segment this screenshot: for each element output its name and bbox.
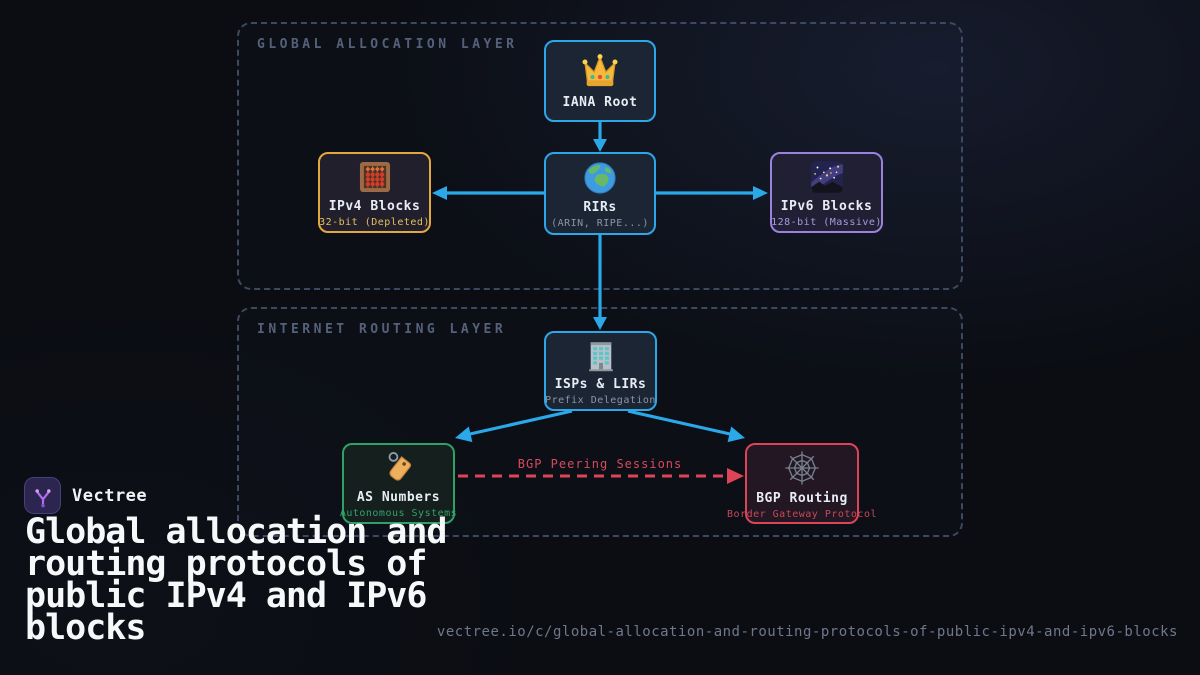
node-isps-lirs[interactable]: ISPs & LIRs Prefix Delegation [544,331,657,411]
footer-url[interactable]: vectree.io/c/global-allocation-and-routi… [436,624,1178,640]
page-title: Global allocation and routing protocols … [25,512,448,648]
title-line: blocks [25,608,146,648]
node-title: RIRs [583,199,617,215]
node-as-numbers[interactable]: AS Numbers Autonomous Systems [339,443,458,524]
node-subtitle: 32-bit (Depleted) [319,216,430,228]
node-bgp-routing[interactable]: BGP Routing Border Gateway Protocol [727,443,877,524]
tag-icon [380,449,418,487]
brand: Vectree [24,477,147,514]
layer-label: INTERNET ROUTING LAYER [257,322,507,337]
title-line: public IPv4 and IPv6 [25,576,427,616]
node-ipv4-blocks[interactable]: IPv4 Blocks 32-bit (Depleted) [318,152,431,233]
node-title: IPv6 Blocks [780,198,873,214]
node-rirs[interactable]: RIRs (ARIN, RIPE...) [544,152,656,235]
globe-icon [581,159,619,197]
title-line: routing protocols of [25,544,427,584]
node-subtitle: Autonomous Systems [339,507,458,519]
node-title: IPv4 Blocks [328,198,421,214]
office-building-icon [582,336,620,374]
node-iana-root[interactable]: IANA Root [544,40,656,122]
node-subtitle: 128-bit (Massive) [771,216,882,228]
node-title: IANA Root [562,95,638,110]
layer-label: GLOBAL ALLOCATION LAYER [257,37,518,52]
node-title: AS Numbers [356,489,441,505]
brand-name: Vectree [72,485,148,506]
node-title: BGP Routing [756,490,848,506]
node-ipv6-blocks[interactable]: IPv6 Blocks 128-bit (Massive) [770,152,883,233]
node-subtitle: Prefix Delegation [545,395,656,406]
bgp-peering-sessions-label: BGP Peering Sessions [517,457,683,471]
vectree-logo[interactable] [24,477,61,514]
abacus-icon [356,158,394,196]
crown-icon [580,52,620,92]
milky-way-icon [808,158,846,196]
node-subtitle: (ARIN, RIPE...) [551,217,649,229]
node-subtitle: Border Gateway Protocol [727,508,877,520]
title-line: Global allocation and [25,512,448,552]
vectree-branch-icon [34,488,51,507]
spider-web-icon [782,448,822,488]
node-title: ISPs & LIRs [554,377,647,392]
